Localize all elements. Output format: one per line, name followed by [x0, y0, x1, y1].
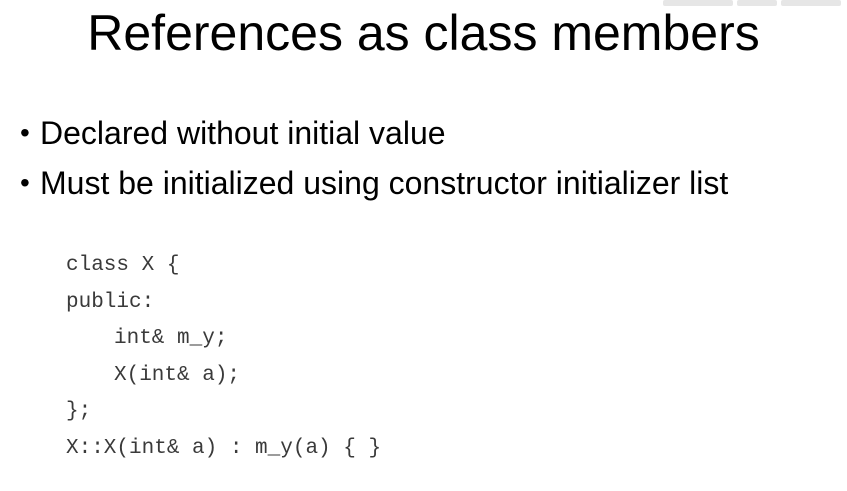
code-line: public:	[66, 290, 155, 314]
bullet-item: • Declared without initial value	[20, 110, 820, 160]
code-line: };	[66, 400, 92, 423]
code-line: X(int& a);	[114, 363, 241, 387]
bullet-icon: •	[20, 117, 30, 148]
watermark	[631, 0, 841, 10]
code-block: class X { public: int& m_y; X(int& a); }…	[66, 248, 381, 467]
bullet-text: Declared without initial value	[40, 115, 446, 151]
bullet-text: Must be initialized using constructor in…	[40, 165, 729, 201]
slide-title: References as class members	[87, 5, 760, 61]
code-line: int& m_y;	[114, 327, 228, 350]
bullet-item: • Must be initialized using constructor …	[20, 160, 820, 210]
bullet-icon: •	[20, 167, 30, 198]
code-line: X::X(int& a) : m_y(a) { }	[66, 436, 382, 460]
bullet-list: • Declared without initial value • Must …	[20, 110, 820, 210]
code-line: class X {	[66, 254, 180, 277]
